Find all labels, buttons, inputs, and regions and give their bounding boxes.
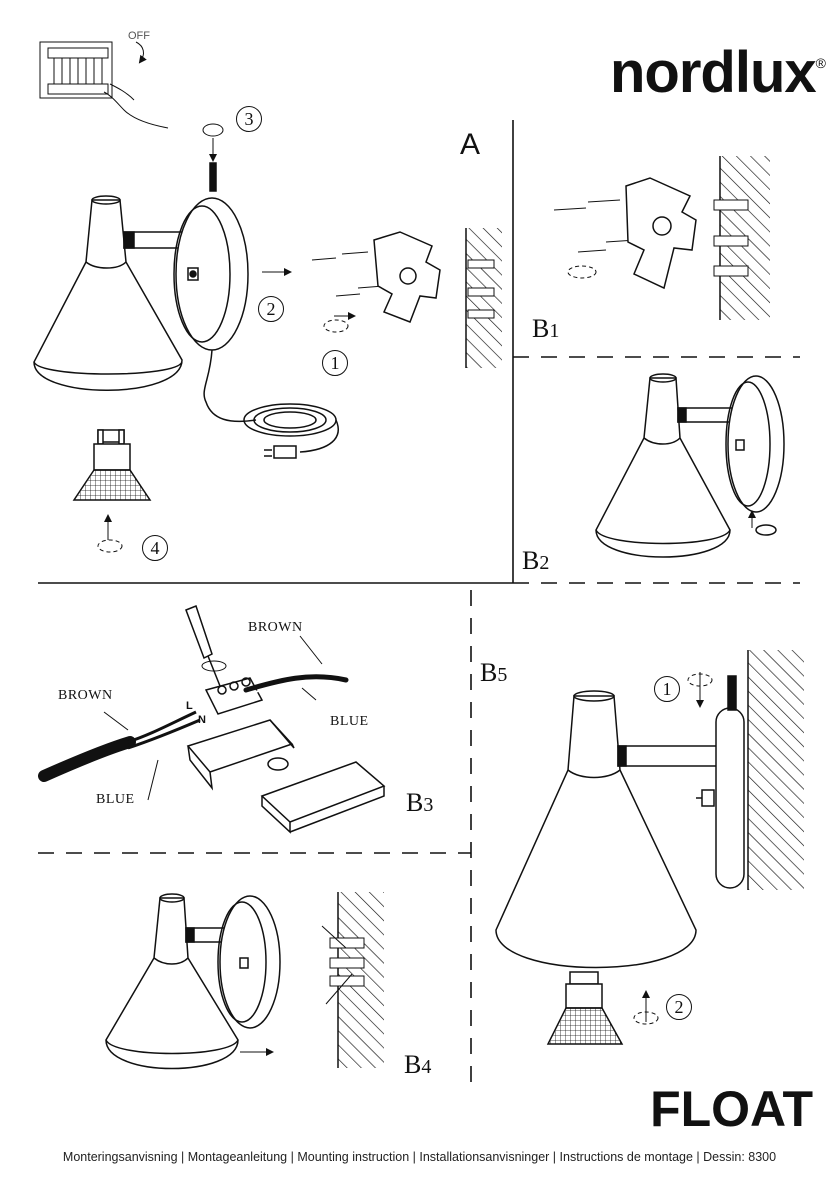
wire-label-blue-bottom: BLUE bbox=[96, 792, 135, 807]
section-a-label: A bbox=[460, 128, 481, 161]
section-b3-drawing bbox=[38, 605, 386, 834]
terminal-l-label: L bbox=[186, 700, 193, 712]
section-b2-label: B2 bbox=[522, 546, 550, 575]
wire-label-blue-right: BLUE bbox=[330, 714, 369, 729]
footer-languages: Monteringsanvisning | Montageanleitung |… bbox=[62, 1150, 777, 1164]
section-b5-drawing bbox=[495, 650, 804, 1045]
step-3-marker: 3 bbox=[236, 106, 262, 132]
section-b4-label: B4 bbox=[404, 1050, 432, 1079]
switch-off-label: OFF bbox=[128, 30, 150, 42]
section-b2-drawing bbox=[595, 373, 785, 558]
wire-label-brown-top: BROWN bbox=[248, 620, 303, 635]
b5-step-1-marker: 1 bbox=[654, 676, 680, 702]
section-b5-label: B5 bbox=[480, 658, 508, 687]
terminal-n-label: N bbox=[198, 714, 206, 726]
section-b1-label: B1 bbox=[532, 314, 560, 343]
step-4-marker: 4 bbox=[142, 535, 168, 561]
step-2-marker: 2 bbox=[258, 296, 284, 322]
wire-label-brown-left: BROWN bbox=[58, 688, 113, 703]
fuse-box-icon bbox=[39, 41, 169, 129]
section-b1-drawing bbox=[553, 156, 770, 320]
step-1-marker: 1 bbox=[322, 350, 348, 376]
section-a-drawing bbox=[33, 123, 502, 553]
section-b3-label: B3 bbox=[406, 788, 434, 817]
panel-dividers bbox=[38, 120, 800, 1090]
brand-logo: nordlux® bbox=[610, 40, 826, 105]
b5-step-2-marker: 2 bbox=[666, 994, 692, 1020]
product-name: FLOAT bbox=[650, 1081, 813, 1137]
section-b4-drawing bbox=[105, 892, 384, 1070]
